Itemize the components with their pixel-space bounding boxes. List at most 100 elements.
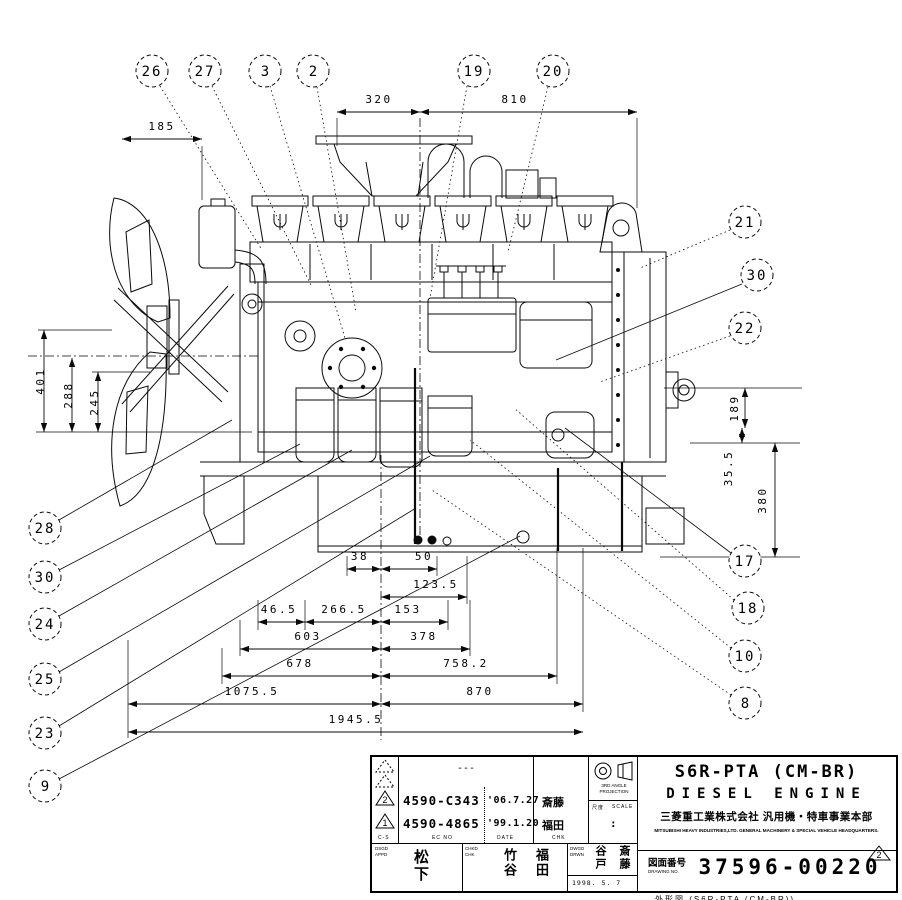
rev-date: '06.7.27 (487, 795, 540, 806)
svg-text:19: 19 (464, 64, 485, 80)
revision-mark-triangle: 2 (867, 845, 891, 862)
balloon-30-right: 30 (741, 259, 773, 291)
company-name-jp: 三菱重工業株式会社 汎用機・特車事業本部 (660, 811, 873, 823)
dim-266-5: 266.5 (321, 603, 367, 616)
col-label-chk: CHK (552, 835, 566, 841)
engine-line-art (28, 118, 695, 740)
title-block: --- 2 4590-C343 '06.7.27 斎藤 1 4590-4865 … (370, 755, 898, 893)
balloon-2: 2 (297, 55, 329, 87)
balloon-10: 10 (729, 640, 761, 672)
dim-153: 153 (394, 603, 421, 616)
dim-320: 320 (365, 93, 392, 106)
divider (637, 850, 896, 851)
dimensions-right: 189 35.5 380 (660, 388, 802, 557)
balloon-26: 26 (136, 55, 168, 87)
balloon-30-left: 30 (29, 561, 61, 593)
dim-378: 378 (410, 630, 437, 643)
balloon-25: 25 (29, 663, 61, 695)
dim-380: 380 (756, 486, 769, 513)
drawing-number: 37596-00220 (698, 855, 882, 879)
balloon-24: 24 (29, 608, 61, 640)
svg-text:25: 25 (35, 672, 56, 688)
divider (484, 787, 485, 843)
product-name: DIESEL ENGINE (666, 786, 867, 802)
sig-name-drawn-1: 谷戸 (594, 845, 606, 871)
svg-text:8: 8 (741, 696, 751, 712)
col-label-date: DATE (497, 835, 514, 841)
divider (637, 757, 638, 891)
svg-text:9: 9 (41, 779, 51, 795)
drawing-no-label-jp: 図面番号 (648, 858, 687, 869)
divider (567, 843, 568, 891)
rev-ec-no: 4590-C343 (403, 793, 480, 808)
balloon-19: 19 (458, 55, 490, 87)
dim-603: 603 (294, 630, 321, 643)
svg-text:18: 18 (738, 601, 759, 617)
scale-value: : (610, 817, 617, 830)
dim-758-2: 758.2 (443, 657, 489, 670)
revision-placeholder-triangle (375, 774, 395, 788)
third-angle-projection-symbol (592, 760, 634, 782)
dim-288: 288 (62, 381, 75, 408)
turbocharger-assembly (316, 136, 556, 198)
divider (533, 757, 534, 843)
divider (588, 800, 637, 801)
company-name-en: MITSUBISHI HEAVY INDUSTRIES,LTD. GENERAL… (654, 828, 879, 833)
svg-text:10: 10 (735, 649, 756, 665)
sig-name-checked-2: 福田 (534, 848, 549, 878)
divider (462, 843, 463, 891)
oil-filters (296, 388, 472, 467)
projection-label-1: 3RD ANGLE (601, 783, 627, 788)
leader-lines (59, 86, 742, 779)
dimensions-bottom: 38 50 123.5 46.5 266.5 153 603 378 678 7… (128, 548, 583, 738)
dim-46-5: 46.5 (261, 603, 298, 616)
svg-text:28: 28 (35, 521, 56, 537)
balloon-20: 20 (537, 55, 569, 87)
clipped-caption: 外形図 (S6R-PTA (CM-BR)) (655, 895, 796, 900)
engine-block (250, 242, 612, 452)
cylinder-head-covers (252, 196, 613, 242)
divider (372, 843, 637, 844)
sig-label: DRWN (570, 852, 584, 857)
balloon-21: 21 (729, 206, 761, 238)
scale-label-jp: 尺度 (592, 805, 605, 811)
balloon-27: 27 (189, 55, 221, 87)
balloon-9: 9 (29, 770, 61, 802)
dim-123-5: 123.5 (413, 578, 459, 591)
radiator-fan-assembly (28, 198, 266, 506)
revision-placeholder-triangle (375, 759, 395, 773)
svg-text:22: 22 (735, 321, 756, 337)
sig-name-checked-1: 竹谷 (502, 848, 517, 878)
balloon-23: 23 (29, 717, 61, 749)
dim-870: 870 (466, 685, 493, 698)
svg-text:2: 2 (382, 795, 387, 805)
revision-placeholder: --- (457, 763, 476, 774)
sig-label: APPD (375, 852, 388, 857)
dim-401: 401 (34, 367, 47, 394)
balloon-17: 17 (729, 545, 761, 577)
col-label-sym: C-S (378, 835, 390, 841)
engine-model: S6R-PTA (CM-BR) (674, 762, 859, 782)
dim-189: 189 (728, 394, 741, 421)
svg-text:30: 30 (35, 570, 56, 586)
balloon-8: 8 (729, 687, 761, 719)
dimensions-left: 401 288 245 (34, 330, 252, 432)
projection-label-2: PROJECTION (599, 789, 629, 794)
divider (398, 757, 399, 843)
balloon-18: 18 (732, 592, 764, 624)
col-label-ec-no: EC NO (432, 835, 453, 841)
balloon-22: 22 (729, 312, 761, 344)
dim-38: 38 (351, 550, 369, 563)
revision-triangle-1: 1 (375, 813, 395, 830)
rev-by: 斎藤 (542, 797, 564, 809)
dimensions-top: 185 320 810 (122, 93, 637, 208)
divider (567, 875, 637, 876)
revision-triangle-2: 2 (375, 790, 395, 807)
sig-date: 1998. 5. 7 (572, 879, 622, 887)
sig-label: DWGD (570, 846, 585, 851)
flywheel-housing (612, 252, 695, 462)
dim-1945-5: 1945.5 (329, 713, 384, 726)
sig-name-drawn-2: 斎藤 (618, 845, 630, 871)
balloon-28: 28 (29, 512, 61, 544)
